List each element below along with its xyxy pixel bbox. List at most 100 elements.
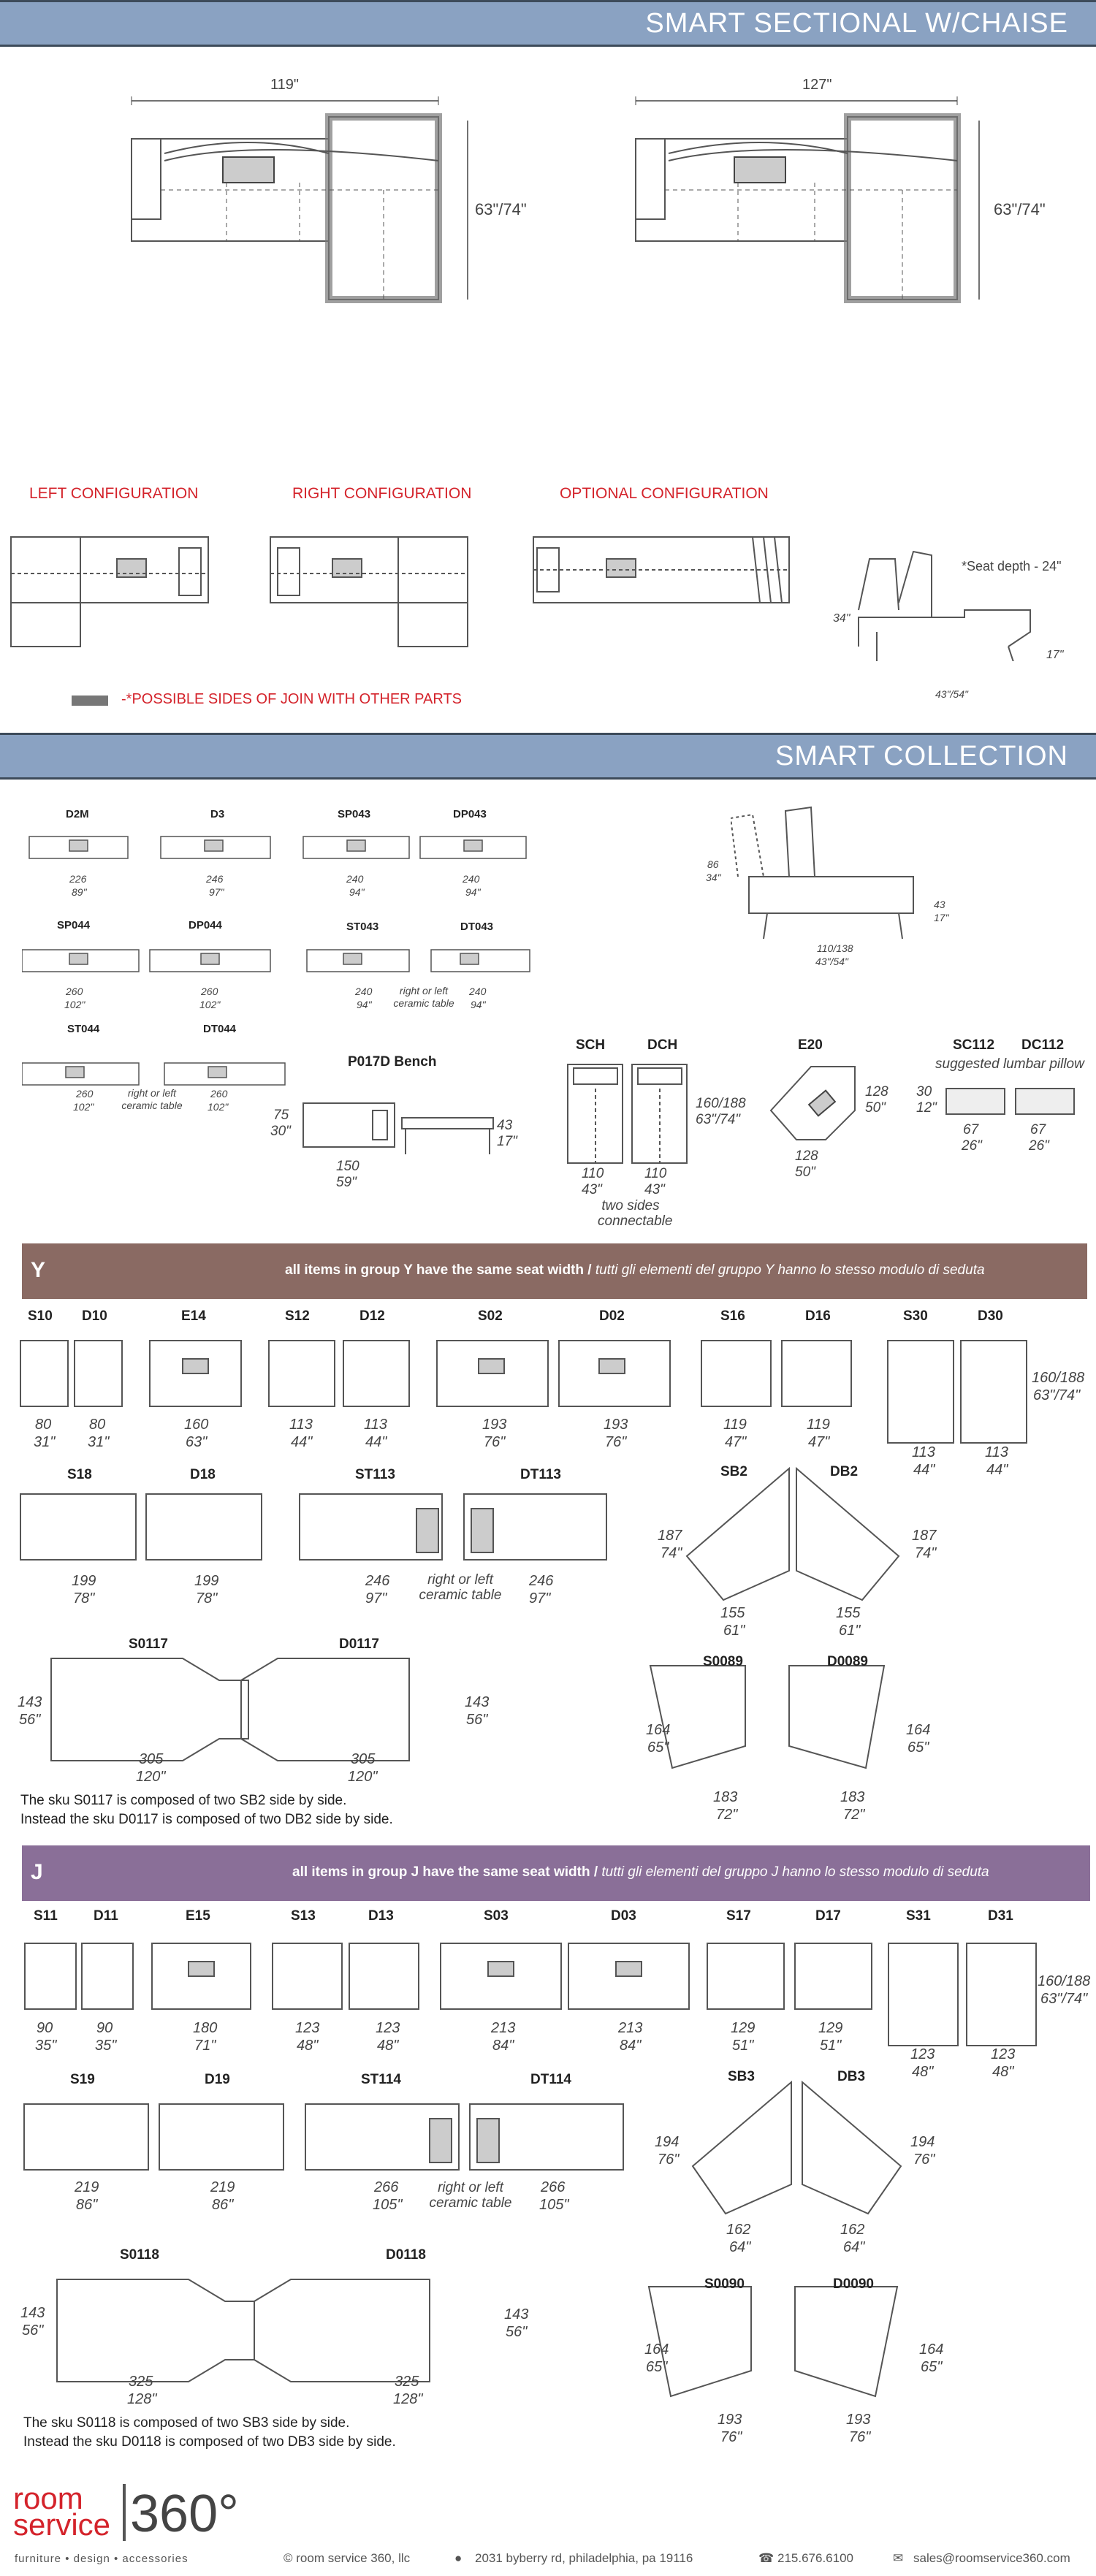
item-dim-cm: 260 <box>66 986 83 997</box>
bench-d: 75 <box>273 1108 289 1123</box>
y-table-note: right or left ceramic table <box>419 1572 502 1603</box>
y-dim-cm: 160 <box>184 1417 209 1433</box>
j-label-dt114: DT114 <box>530 2072 571 2087</box>
y-dim-cm: 119 <box>807 1417 830 1433</box>
y-s00-w: 183 <box>840 1789 865 1805</box>
y-label-dt113: DT113 <box>520 1467 561 1482</box>
table-note: right or left ceramic table <box>121 1087 183 1111</box>
item-label-d3: D3 <box>210 808 225 820</box>
footer-copyright: © room service 360, llc <box>283 2551 411 2565</box>
footer-email[interactable]: sales@roomservice360.com <box>913 2551 1070 2565</box>
y-depth-in: 63"/74" <box>1033 1387 1081 1403</box>
y-s0-w-in: 120" <box>348 1769 378 1785</box>
location-pin-icon: ● <box>454 2551 463 2565</box>
j-dim-in: 51" <box>732 2038 754 2054</box>
item-dim-in: 102" <box>64 999 85 1010</box>
y-dim-cm: 199 <box>72 1573 96 1589</box>
y-dim-in: 31" <box>88 1434 110 1450</box>
section-title: SMART SECTIONAL W/CHAISE <box>645 8 1068 39</box>
y-dim-in: 44" <box>986 1462 1008 1478</box>
depth-dimension-left: 63"/74" <box>475 200 527 218</box>
item-dim-in: 94" <box>357 999 372 1010</box>
j-dim-in: 71" <box>194 2038 216 2054</box>
footer-address: 2031 byberry rd, philadelphia, pa 19116 <box>475 2551 693 2565</box>
y-label-st113: ST113 <box>355 1467 395 1482</box>
item-dim-in: 94" <box>465 886 481 898</box>
j-s00-h: 164 <box>644 2341 669 2358</box>
group-description: all items in group Y have the same seat … <box>285 1262 985 1278</box>
y-dim-in: 97" <box>365 1590 387 1607</box>
y-dim-cm: 119 <box>723 1417 747 1433</box>
y-dim-cm: 113 <box>289 1417 313 1433</box>
side-h-top: 86 <box>707 858 719 870</box>
j-table-note: right or left ceramic table <box>429 2180 512 2211</box>
j-dim-cm: 90 <box>37 2020 53 2036</box>
j-s00-w-in: 76" <box>849 2429 871 2445</box>
mail-icon: ✉ <box>893 2551 904 2565</box>
j-dim-cm: 123 <box>376 2020 400 2036</box>
item-label-dp043: DP043 <box>453 808 487 820</box>
j-dim-cm: 213 <box>618 2020 643 2036</box>
brand-logo[interactable]: room service 360° <box>13 2483 254 2543</box>
y-dim-cm: 246 <box>365 1573 390 1589</box>
j-label-d0118: D0118 <box>386 2247 426 2263</box>
j-dim-in: 84" <box>492 2038 514 2054</box>
j-s0-w: 325 <box>395 2374 419 2390</box>
bench-w: 150 <box>336 1159 359 1174</box>
y-label-s0089: S0089 <box>703 1654 743 1669</box>
group-j-note-2: Instead the sku D0118 is composed of two… <box>23 2434 396 2450</box>
y-sb-w: 155 <box>836 1605 861 1621</box>
y-label-s0117: S0117 <box>129 1636 168 1652</box>
y-dim-cm: 246 <box>529 1573 554 1589</box>
group-y-note-2: Instead the sku D0117 is composed of two… <box>20 1812 393 1827</box>
bench-label: P017D Bench <box>348 1054 437 1070</box>
group-y-drawings <box>20 1340 1027 1769</box>
sectional-top-view-right <box>635 96 980 303</box>
y-dim-cm: 113 <box>912 1444 935 1460</box>
y-sb-w: 155 <box>720 1605 745 1621</box>
e20-label: E20 <box>798 1037 823 1053</box>
y-dim-in: 47" <box>725 1434 747 1450</box>
e20-b-in: 50" <box>795 1165 815 1180</box>
chaise-label-dch: DCH <box>647 1037 678 1053</box>
side-width: 43"/54" <box>935 688 968 700</box>
j-sb-w-in: 64" <box>843 2239 865 2255</box>
item-dim-cm: 260 <box>201 986 218 997</box>
item-dim-in: 94" <box>349 886 365 898</box>
y-s00-h-in: 65" <box>647 1739 669 1756</box>
y-s0-w: 305 <box>351 1751 376 1767</box>
brand-360: 360° <box>130 2485 239 2543</box>
configuration-drawings <box>10 536 1031 661</box>
pillow-w-in: 26" <box>962 1138 982 1154</box>
y-s0-w: 305 <box>139 1751 164 1767</box>
j-dim-cm: 129 <box>818 2020 843 2036</box>
j-sb-w: 162 <box>726 2222 751 2238</box>
j-depth-in: 63"/74" <box>1040 1991 1088 2007</box>
j-label-d03: D03 <box>611 1908 636 1924</box>
y-dim-cm: 113 <box>364 1417 387 1433</box>
y-label-s02: S02 <box>478 1308 503 1324</box>
side-h2-in: 17" <box>934 912 949 923</box>
chaise-w-in: 43" <box>644 1182 665 1197</box>
y-label-d30: D30 <box>978 1308 1003 1324</box>
j-s00-h-in: 65" <box>921 2359 943 2375</box>
j-dim-cm: 129 <box>731 2020 756 2036</box>
group-letter: Y <box>31 1258 46 1282</box>
y-label-d12: D12 <box>359 1308 385 1324</box>
item-dim-in: 102" <box>73 1101 94 1113</box>
y-label-e14: E14 <box>181 1308 206 1324</box>
footer-phone[interactable]: 215.676.6100 <box>777 2551 853 2565</box>
y-sb-h-in: 74" <box>915 1545 937 1561</box>
item-label-st044: ST044 <box>67 1023 100 1035</box>
item-dim-in: 102" <box>199 999 221 1010</box>
y-dim-cm: 80 <box>89 1417 106 1433</box>
j-label-s13: S13 <box>291 1908 316 1924</box>
chaise-len-in: 63"/74" <box>696 1112 741 1127</box>
j-label-s17: S17 <box>726 1908 751 1924</box>
side-h2: 43 <box>934 899 945 910</box>
j-label-s03: S03 <box>484 1908 509 1924</box>
j-label-sb3: SB3 <box>728 2069 755 2084</box>
pillow-h: 30 <box>916 1084 932 1100</box>
y-s00-w-in: 72" <box>716 1807 738 1823</box>
group-j-note-1: The sku S0118 is composed of two SB3 sid… <box>23 2415 350 2431</box>
